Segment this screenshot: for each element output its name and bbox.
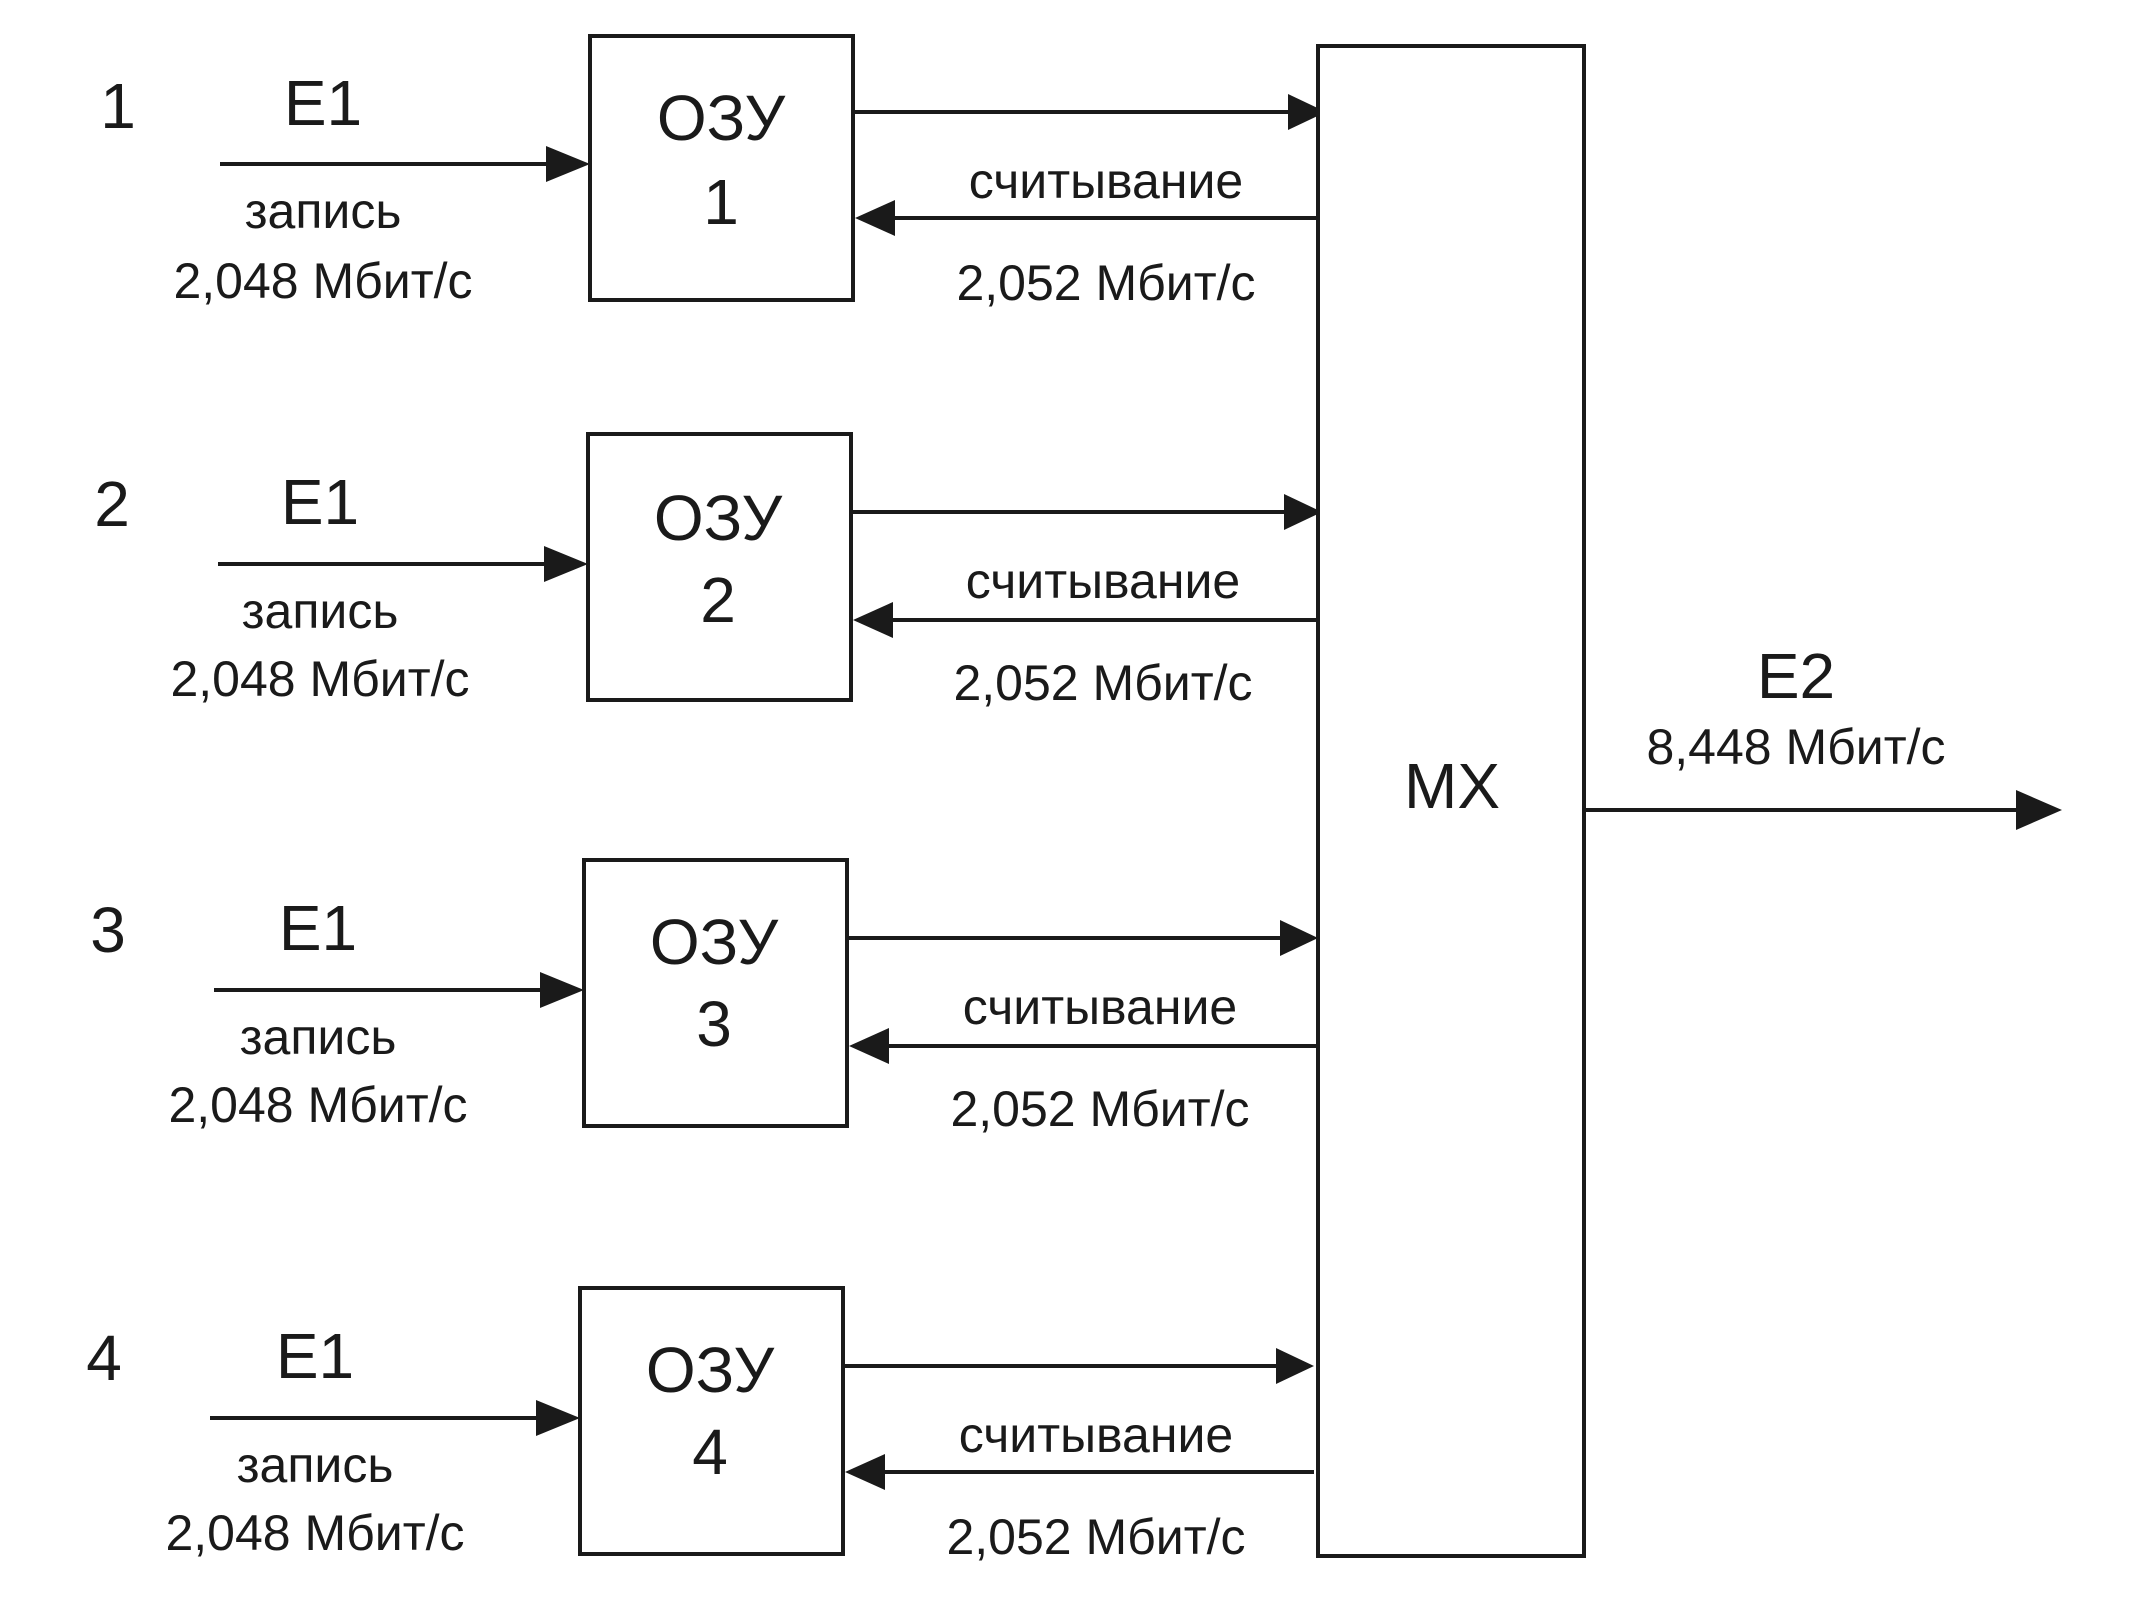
channel-number: 2 — [94, 468, 130, 540]
ram-block-3: ОЗУ 3 — [582, 858, 849, 1128]
output: E2 8,448 Мбит/с — [1584, 640, 2062, 830]
write-arrow — [218, 546, 588, 582]
write-label: запись — [240, 1009, 397, 1065]
read-label: считывание — [966, 553, 1240, 609]
read-rate-label: 2,052 Мбит/с — [946, 1509, 1245, 1565]
ram-block-2: ОЗУ 2 — [586, 432, 853, 702]
data-to-mux-arrow — [847, 920, 1318, 956]
multiplexer-block: MX — [1316, 44, 1586, 1558]
read-rate-label: 2,052 Мбит/с — [956, 255, 1255, 311]
input-signal-label: E1 — [284, 67, 362, 139]
channel-3: 3 E1 запись 2,048 Мбит/с ОЗУ 3 считывани… — [90, 858, 1318, 1137]
ram-title: ОЗУ — [650, 906, 779, 978]
ram-index: 3 — [696, 988, 732, 1060]
write-label: запись — [242, 583, 399, 639]
ram-index: 4 — [692, 1416, 728, 1488]
write-arrow — [220, 146, 590, 182]
write-rate-label: 2,048 Мбит/с — [168, 1077, 467, 1133]
input-signal-label: E1 — [276, 1320, 354, 1392]
write-rate-label: 2,048 Мбит/с — [173, 253, 472, 309]
data-to-mux-arrow — [851, 494, 1322, 530]
output-rate-label: 8,448 Мбит/с — [1646, 719, 1945, 775]
ram-block-1: ОЗУ 1 — [588, 34, 855, 302]
read-label: считывание — [959, 1407, 1233, 1463]
ram-index: 1 — [703, 166, 739, 238]
read-arrow — [855, 200, 1326, 236]
data-to-mux-arrow — [843, 1348, 1314, 1384]
output-signal-label: E2 — [1757, 640, 1835, 712]
multiplexer-label: MX — [1404, 750, 1500, 822]
channel-2: 2 E1 запись 2,048 Мбит/с ОЗУ 2 считывани… — [94, 432, 1322, 711]
ram-block-4: ОЗУ 4 — [578, 1286, 845, 1556]
read-rate-label: 2,052 Мбит/с — [950, 1081, 1249, 1137]
ram-title: ОЗУ — [646, 1334, 775, 1406]
read-label: считывание — [963, 979, 1237, 1035]
write-arrow — [210, 1400, 580, 1436]
ram-title: ОЗУ — [657, 82, 786, 154]
ram-index: 2 — [700, 564, 736, 636]
read-arrow — [849, 1028, 1318, 1064]
channel-1: 1 E1 запись 2,048 Мбит/с ОЗУ 1 считывани… — [100, 34, 1326, 311]
channel-number: 4 — [86, 1322, 122, 1394]
input-signal-label: E1 — [281, 466, 359, 538]
read-arrow — [853, 602, 1322, 638]
write-label: запись — [237, 1437, 394, 1493]
write-label: запись — [245, 183, 402, 239]
read-label: считывание — [969, 153, 1243, 209]
write-arrow — [214, 972, 584, 1008]
input-signal-label: E1 — [279, 892, 357, 964]
read-rate-label: 2,052 Мбит/с — [953, 655, 1252, 711]
data-to-mux-arrow — [853, 94, 1326, 130]
read-arrow — [845, 1454, 1314, 1490]
channel-4: 4 E1 запись 2,048 Мбит/с ОЗУ 4 считывани… — [86, 1286, 1314, 1565]
write-rate-label: 2,048 Мбит/с — [165, 1505, 464, 1561]
channel-number: 3 — [90, 894, 126, 966]
channel-number: 1 — [100, 70, 136, 142]
ram-title: ОЗУ — [654, 482, 783, 554]
output-arrow — [1584, 790, 2062, 830]
write-rate-label: 2,048 Мбит/с — [170, 651, 469, 707]
